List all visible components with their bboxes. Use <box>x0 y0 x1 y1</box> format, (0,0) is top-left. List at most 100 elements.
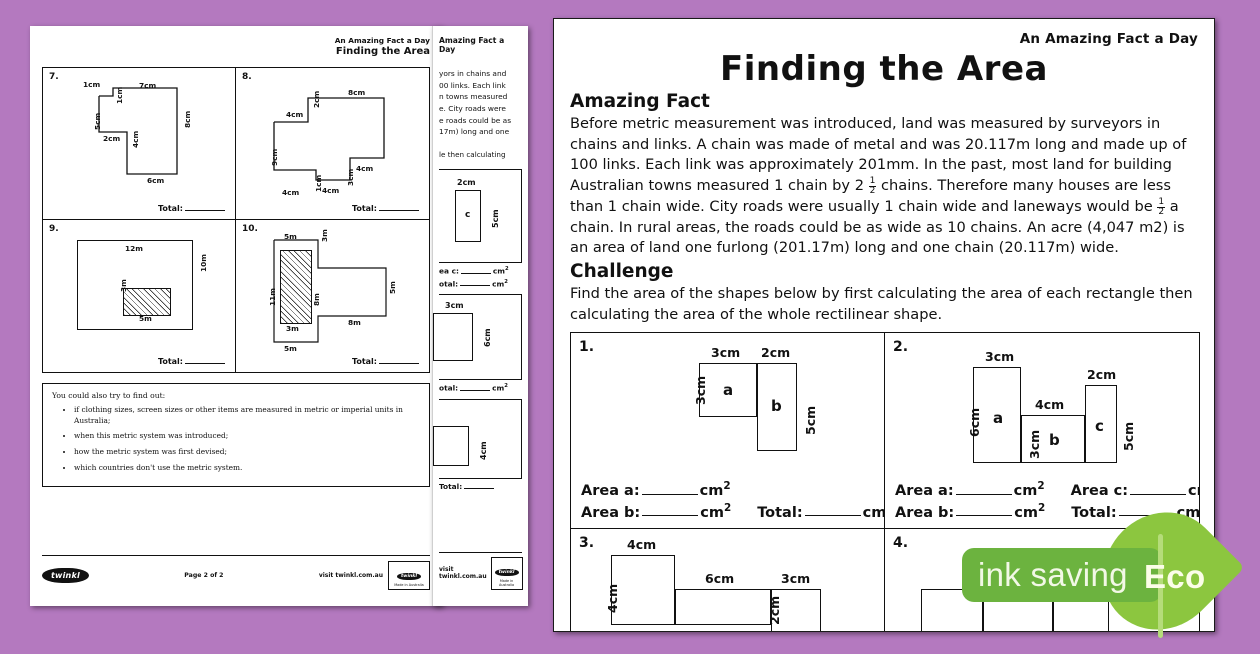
shape-7-label-top-1: 1cm <box>83 80 101 89</box>
q2-label-top-b: 4cm <box>1035 397 1065 413</box>
mid-page-eyebrow: Amazing Fact a Day <box>439 36 505 54</box>
mid-body-line: yors in chains and <box>439 69 507 78</box>
mid-q4-rect <box>433 425 469 466</box>
footer-url: visit twinkl.com.au <box>318 571 383 579</box>
question-1-answers: Area a:cm2 Area b:cm2 Total:cm2 <box>581 477 884 521</box>
eco-badge-text: ink saving <box>978 556 1128 593</box>
mid-q4-right-label: 4cm <box>479 440 488 460</box>
answer-field-total[interactable]: Total:cm2 <box>757 504 885 521</box>
shape-7-label-inner-v: 4cm <box>131 130 140 148</box>
answer-field-area-c[interactable]: Area c:cm2 <box>1070 482 1199 499</box>
shape-7-label-step: 2cm <box>103 134 121 143</box>
left-question-grid: 7. 1cm 1cm 7cm 5cm 2cm 4cm 6cm 8cm Total… <box>42 67 430 373</box>
mid-body-line: e. City roads were <box>439 104 506 114</box>
question-number: 2. <box>893 339 909 356</box>
shape-10-label-hatch-h: 8m <box>312 293 321 306</box>
question-1: 1. 3cm 2cm 3cm 5cm a b Area a:cm2 <box>571 333 885 530</box>
question-1-diagram: 3cm 2cm 3cm 5cm a b <box>571 333 884 483</box>
made-in-australia-stamp: twinkl Made in Australia <box>387 560 430 590</box>
shape-10-hatched-rect <box>280 250 312 324</box>
mid-body-line: 00 links. Each link <box>439 80 506 90</box>
shape-9-inner-hatched-rect <box>123 288 171 316</box>
q2-label-left-b: 3cm <box>1027 430 1042 460</box>
shape-9-label-inner-bottom: 5m <box>139 314 152 323</box>
answer-field-area-a[interactable]: Area a:cm2 <box>581 479 731 499</box>
footer-rule <box>42 554 430 556</box>
extras-box: You could also try to find out: if cloth… <box>42 383 430 487</box>
extras-lead: You could also try to find out: <box>52 391 166 400</box>
shape-8-label-left: 9cm <box>270 148 279 166</box>
q2-rect-a <box>973 367 1021 464</box>
leaf-vein <box>1158 534 1163 638</box>
extras-list: if clothing sizes, screen sizes or other… <box>52 405 420 474</box>
mid-question-3-fragment: 3cm 6cm <box>433 294 522 381</box>
shape-10-label-top: 5m <box>284 232 297 241</box>
mid-q2-tag-c: c <box>465 210 471 221</box>
shape-10-total: Total: <box>352 357 421 366</box>
q3-rect-a <box>611 555 675 626</box>
mid-q3-top-label: 3cm <box>445 301 464 311</box>
eco-badge-word: Eco <box>1144 558 1206 595</box>
stamp-logo: twinkl <box>397 572 421 580</box>
left-page-footer: twinkl Page 2 of 2 visit twinkl.com.au t… <box>42 554 430 590</box>
mid-body-line: 17m) long and one <box>439 127 510 137</box>
page-eyebrow: An Amazing Fact a Day <box>1019 31 1198 47</box>
shape-8-diagram <box>273 97 385 181</box>
q3-label-left-a: 4cm <box>605 584 620 614</box>
list-item: how the metric system was first devised; <box>74 447 420 458</box>
left-question-8: 8. 8cm 4cm 2cm 9cm 1cm 4cm 4cm 3cm 4cm T… <box>236 68 429 220</box>
q2-rect-c <box>1085 385 1117 464</box>
shape-8-label-riser: 3cm <box>346 168 355 186</box>
mid-question-4-fragment: 4cm <box>433 398 522 479</box>
question-number: 4. <box>893 535 909 552</box>
q3-label-top-a: 4cm <box>627 537 657 553</box>
challenge-question-grid: 1. 3cm 2cm 3cm 5cm a b Area a:cm2 <box>570 332 1200 631</box>
shape-7-diagram <box>98 87 178 175</box>
q2-label-top-c: 2cm <box>1087 367 1117 383</box>
mid-question-2-fragment: 2cm c 5cm <box>439 169 522 264</box>
answer-field-area-b[interactable]: Area b:cm2 <box>895 501 1046 521</box>
mid-q2-right-label: 5cm <box>491 209 500 229</box>
q1-label-right-b: 5cm <box>803 406 818 436</box>
question-3: 3. 4cm 4cm 6cm 2cm 3cm 5cm <box>571 529 885 631</box>
question-number: 8. <box>242 72 252 82</box>
q3-rect-c <box>771 589 821 631</box>
eco-pill: ink saving <box>962 548 1162 602</box>
question-2-answers: Area a:cm2 Area c:cm2 Area b:cm2 Total:c… <box>895 477 1199 521</box>
shape-8-label-top: 8cm <box>348 88 366 97</box>
amazing-fact-heading: Amazing Fact <box>570 91 710 112</box>
mid-q3-total: otal:cm2 <box>439 383 508 393</box>
mid-q2-area-c: ea c:cm2 <box>439 266 509 276</box>
left-worksheet-page: An Amazing Fact a Day Finding the Area 7… <box>30 26 442 606</box>
shape-7-label-right: 8cm <box>183 110 192 128</box>
question-number: 10. <box>242 224 258 234</box>
shape-8-total: Total: <box>352 204 421 213</box>
shape-9-label-right: 10m <box>199 254 208 272</box>
mid-q2-rect-c <box>455 190 481 243</box>
stamp-logo: twinkl <box>494 568 519 576</box>
shape-8-label-step-v: 2cm <box>312 90 321 108</box>
mid-q4-total: Total: <box>439 482 522 491</box>
challenge-text: Find the area of the shapes below by fir… <box>570 285 1193 323</box>
list-item: when this metric system was introduced; <box>74 431 420 442</box>
mid-q2-top-label: 2cm <box>457 178 476 188</box>
shape-7-label-left: 5cm <box>93 112 102 130</box>
mid-page-footer: visit twinkl.com.au twinkl Made in Austr… <box>439 551 523 590</box>
q2-rect-b <box>1021 415 1085 464</box>
mid-page-body: yors in chains and 00 links. Each link n… <box>439 68 522 138</box>
shape-8-label-bottom-2: 4cm <box>322 186 340 195</box>
q2-tag-b: b <box>1049 431 1060 450</box>
shape-8-label-top-left: 4cm <box>286 110 304 119</box>
challenge-heading: Challenge <box>570 261 674 283</box>
mid-footer-rule <box>439 551 522 553</box>
mid-body-line: n towns measured <box>439 92 508 102</box>
shape-10-label-right: 5m <box>388 281 397 294</box>
shape-10-diagram <box>273 239 387 343</box>
q2-label-left-a: 6cm <box>967 408 982 438</box>
q1-label-top-a: 3cm <box>711 345 741 361</box>
q1-rect-b <box>757 363 797 452</box>
answer-field-area-b[interactable]: Area b:cm2 <box>581 501 732 521</box>
answer-field-area-a[interactable]: Area a:cm2 <box>895 479 1045 499</box>
question-2: 2. 3cm 4cm 2cm 6cm 3cm 5cm a b c <box>885 333 1199 530</box>
q1-label-left-a: 3cm <box>693 376 708 406</box>
